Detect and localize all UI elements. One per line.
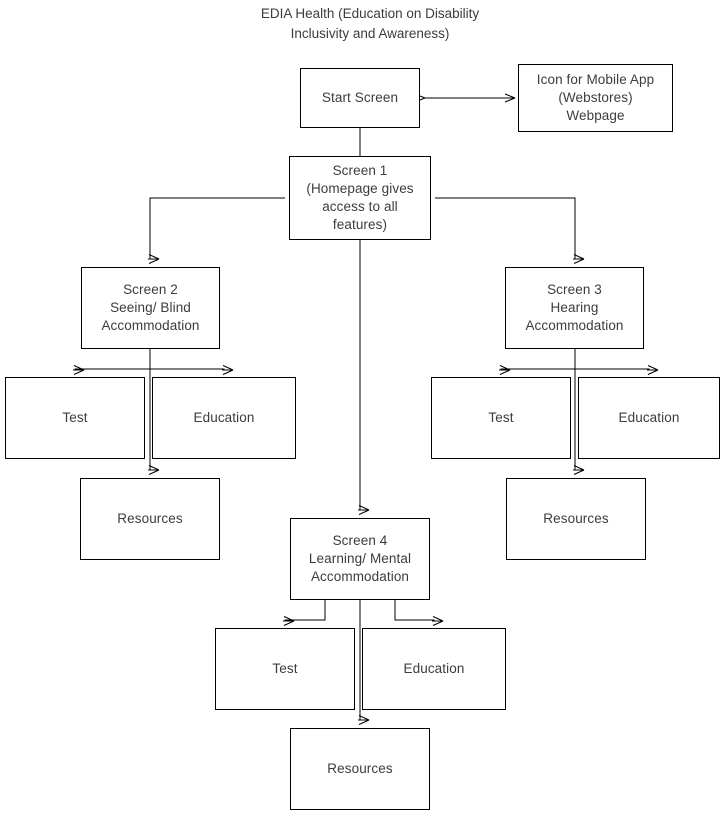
node-screen-2-seeing-blind[interactable]: Screen 2 Seeing/ Blind Accommodation xyxy=(81,267,220,349)
node-screen4-education[interactable]: Education xyxy=(362,628,506,710)
node-screen2-education[interactable]: Education xyxy=(152,377,296,459)
node-screen-1-homepage[interactable]: Screen 1 (Homepage gives access to all f… xyxy=(289,156,431,240)
node-label: Resources xyxy=(543,511,609,526)
node-label: Education xyxy=(193,410,255,425)
node-screen3-resources[interactable]: Resources xyxy=(506,478,646,560)
node-start-screen[interactable]: Start Screen xyxy=(300,68,420,128)
edge-screen3-education xyxy=(575,365,659,375)
node-screen2-test[interactable]: Test xyxy=(5,377,145,459)
node-webstores-webpage[interactable]: Icon for Mobile App (Webstores) Webpage xyxy=(518,64,673,132)
node-screen3-education[interactable]: Education xyxy=(578,377,720,459)
node-screen-3-hearing[interactable]: Screen 3 Hearing Accommodation xyxy=(505,267,644,349)
node-screen4-test[interactable]: Test xyxy=(215,628,355,710)
edge-screen2-education xyxy=(150,365,234,375)
edge-screen4-test xyxy=(283,600,326,626)
edge-screen2-test xyxy=(73,365,150,375)
node-screen3-test[interactable]: Test xyxy=(431,377,571,459)
edge-screen1-screen3 xyxy=(435,197,585,264)
node-label: Screen 3 Hearing Accommodation xyxy=(525,282,624,333)
node-label: Screen 2 Seeing/ Blind Accommodation xyxy=(101,282,200,333)
node-label: Screen 1 (Homepage gives access to all f… xyxy=(306,163,414,232)
node-screen4-resources[interactable]: Resources xyxy=(290,728,430,810)
node-label: Test xyxy=(62,410,88,425)
node-label: Test xyxy=(488,410,514,425)
node-label: Screen 4 Learning/ Mental Accommodation xyxy=(308,533,412,584)
node-label: Resources xyxy=(117,511,183,526)
node-label: Test xyxy=(272,661,298,676)
node-screen-4-learning-mental[interactable]: Screen 4 Learning/ Mental Accommodation xyxy=(290,518,430,600)
node-screen2-resources[interactable]: Resources xyxy=(80,478,220,560)
edge-screen3-test xyxy=(499,365,575,375)
edge-screen1-screen2 xyxy=(148,197,285,264)
node-label: Education xyxy=(403,661,465,676)
node-label: Resources xyxy=(327,761,393,776)
edge-screen4-education xyxy=(394,600,444,626)
node-label: Education xyxy=(618,410,680,425)
node-label: Icon for Mobile App (Webstores) Webpage xyxy=(536,72,655,123)
diagram-title: EDIA Health (Education on Disability Inc… xyxy=(260,6,480,41)
node-label: Start Screen xyxy=(321,90,399,105)
